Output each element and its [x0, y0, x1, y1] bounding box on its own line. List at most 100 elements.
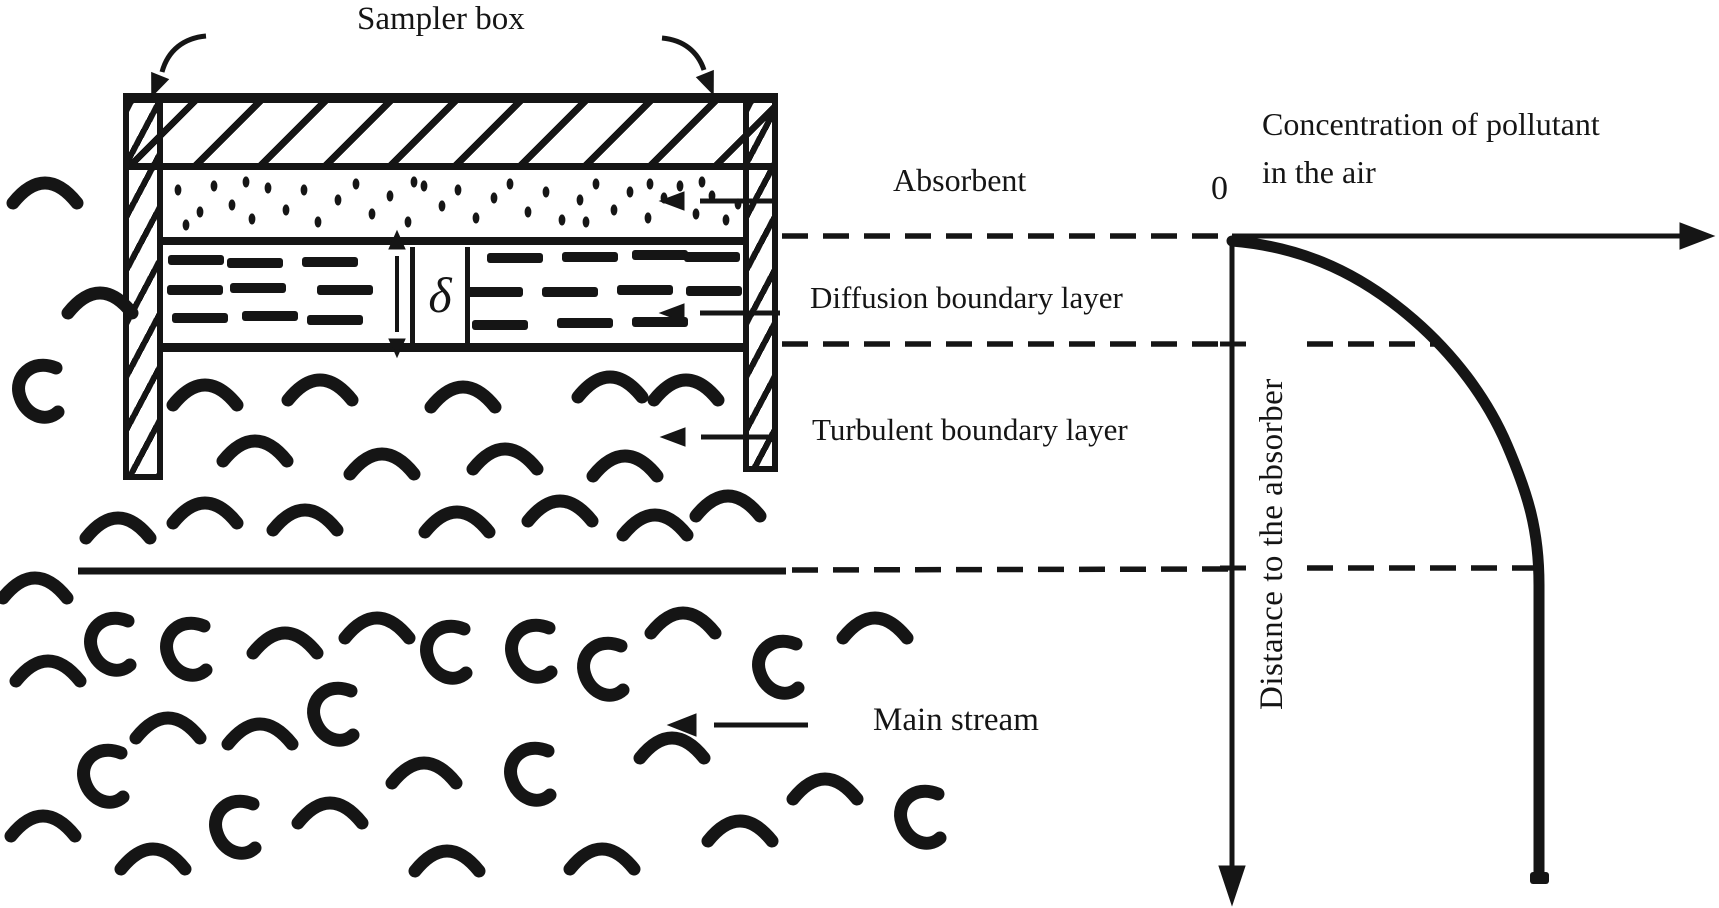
diffusion-dash — [557, 318, 613, 328]
eddy-arc-icon — [786, 772, 864, 806]
eddy-curl-icon — [12, 358, 65, 424]
absorbent-dot — [242, 176, 250, 188]
y-axis-arrow-head-icon — [1218, 865, 1246, 907]
eddy-arc-icon — [385, 756, 463, 790]
absorbent-dot — [558, 214, 566, 226]
eddy-arc-icon — [338, 611, 416, 645]
diffusion-dash — [172, 313, 228, 323]
diffusion-dash — [472, 320, 528, 330]
absorbent-dot — [506, 178, 514, 190]
absorbent-dot — [722, 214, 730, 226]
delta-gap-box: δ — [410, 247, 470, 343]
y-axis-label: Distance to the absorber — [1254, 378, 1290, 710]
eddy-arc-icon — [114, 842, 192, 876]
eddy-arc-icon — [563, 842, 641, 876]
eddy-arc-icon — [644, 606, 722, 640]
eddy-curl-icon — [77, 743, 130, 809]
figure-title: Sampler box — [357, 1, 525, 37]
absorbent-label: Absorbent — [893, 162, 1027, 198]
absorbent-dot — [182, 219, 190, 231]
eddy-arc-icon — [166, 378, 244, 412]
absorbent-dot — [582, 216, 590, 228]
absorbent-dot — [352, 178, 360, 190]
eddy-arc-icon — [61, 286, 139, 320]
absorbent-dot — [644, 212, 652, 224]
layer-label-arrows — [658, 191, 808, 737]
diffusion-dash — [307, 315, 363, 325]
absorbent-dot — [210, 180, 218, 192]
absorbent-dot — [734, 198, 742, 210]
absorbent-dot — [420, 180, 428, 192]
x-axis-label: Concentration of pollutant in the air — [1262, 100, 1600, 196]
eddy-arc-icon — [616, 508, 694, 542]
absorbent-dot — [592, 178, 600, 190]
eddy-arc-icon — [4, 809, 82, 843]
eddy-curl-icon — [307, 681, 360, 747]
eddy-arc-icon — [701, 814, 779, 848]
eddy-arc-icon — [6, 176, 84, 210]
eddy-arc-icon — [466, 442, 544, 476]
eddy-curl-icon — [160, 616, 213, 682]
y-axis-label-wrap: Distance to the absorber — [1254, 306, 1306, 710]
origin-zero-label: 0 — [1211, 170, 1228, 207]
eddy-arc-icon — [266, 503, 344, 537]
eddy-arc-icon — [571, 370, 649, 404]
eddy-arc-icon — [246, 626, 324, 660]
eddy-curl-icon — [84, 611, 137, 677]
absorbent-dot — [264, 182, 272, 194]
eddy-arc-icon — [79, 511, 157, 545]
absorbent-dot — [174, 184, 182, 196]
eddy-arc-icon — [633, 731, 711, 765]
main-stream-label: Main stream — [873, 702, 1039, 738]
sampler-box-left-wall — [123, 93, 163, 480]
diffusion-dash — [467, 287, 523, 297]
sampler-box-right-wall — [743, 93, 778, 472]
x-axis-label-line2: in the air — [1262, 154, 1376, 190]
turbulent-arrow-head-icon — [659, 427, 686, 447]
main-stream-line — [78, 566, 1230, 575]
sampler-box-top-wall — [123, 93, 777, 170]
eddy-arc-icon — [408, 844, 486, 878]
absorbent-dot — [368, 208, 376, 220]
eddy-arc-icon — [221, 717, 299, 751]
eddy-arc-icon — [521, 494, 599, 528]
absorbent-dot — [490, 192, 498, 204]
absorbent-dot — [698, 176, 706, 188]
sampler-box-pointer-arrows — [151, 33, 714, 98]
curved-arrow-right-head-icon — [695, 69, 714, 96]
eddy-arc-icon — [343, 447, 421, 481]
diffusion-dash — [167, 285, 223, 295]
eddy-curl-icon — [505, 618, 558, 684]
absorbent-dot — [626, 186, 634, 198]
diffusion-dash — [317, 285, 373, 295]
absorbent-dot — [314, 216, 322, 228]
eddy-curl-icon — [894, 784, 947, 850]
absorbent-dot — [524, 206, 532, 218]
eddy-curl-icon — [504, 741, 557, 807]
absorbent-dot — [196, 206, 204, 218]
diffusion-dash — [632, 317, 688, 327]
delta-thickness-arrow — [388, 229, 406, 359]
eddy-arc-icon — [129, 711, 207, 745]
absorbent-dot — [228, 199, 236, 211]
concentration-profile-curve — [1226, 235, 1545, 882]
absorbent-dot — [576, 194, 584, 206]
main-stream-arrow-head-icon — [666, 713, 697, 737]
diffusion-dash — [686, 286, 742, 296]
absorbent-arrow-head-icon — [658, 191, 685, 211]
x-axis-arrow-head-icon — [1679, 222, 1716, 250]
absorbent-dot — [542, 186, 550, 198]
diffusion-dash — [542, 287, 598, 297]
eddy-arc-icon — [281, 373, 359, 407]
delta-symbol: δ — [428, 267, 452, 323]
diffusion-dash — [487, 253, 543, 263]
absorbent-dot — [334, 194, 342, 206]
absorbent-dot — [410, 176, 418, 188]
absorbent-dot — [404, 216, 412, 228]
absorbent-dot — [692, 208, 700, 220]
absorbent-dot — [708, 190, 716, 202]
absorbent-dot — [300, 184, 308, 196]
curved-arrow-left-head-icon — [151, 71, 170, 98]
